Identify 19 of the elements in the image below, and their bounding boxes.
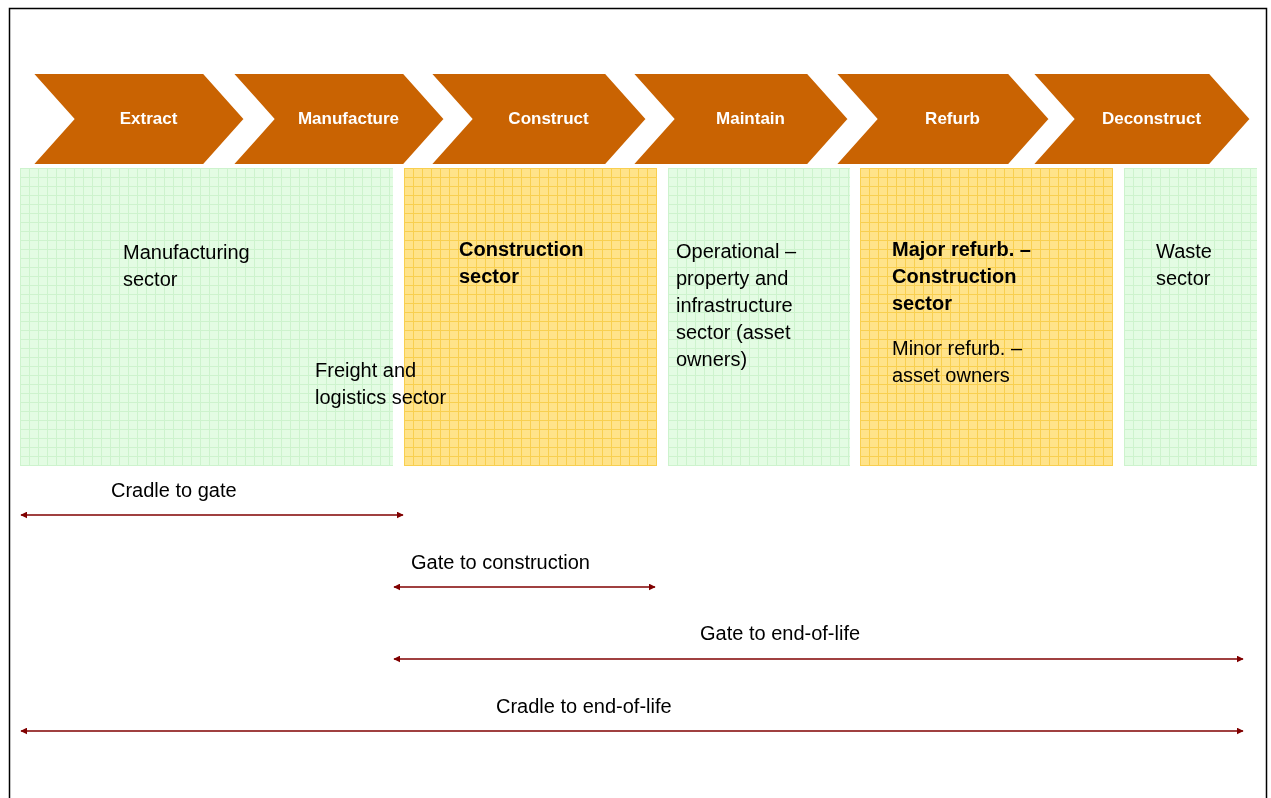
range-label: Gate to end-of-life bbox=[700, 621, 861, 646]
sector-band bbox=[668, 168, 850, 466]
process-label: Manufacture bbox=[297, 109, 400, 129]
sector-label: Waste sector bbox=[1156, 239, 1213, 291]
range-label: Cradle to end-of-life bbox=[496, 694, 672, 719]
sector-band bbox=[860, 168, 1113, 466]
sector-band bbox=[1124, 168, 1257, 466]
sector-label: Minor refurb. – asset owners bbox=[892, 336, 1024, 388]
sector-label: Manufacturing sector bbox=[123, 240, 251, 292]
range-label: Cradle to gate bbox=[111, 478, 237, 503]
sector-label: Operational – property and infrastructure sector (asset owners) bbox=[676, 239, 798, 372]
process-label: Extract bbox=[119, 109, 178, 129]
process-label: Construct bbox=[508, 109, 589, 129]
process-label: Deconstruct bbox=[1101, 109, 1202, 129]
range-label: Gate to construction bbox=[411, 550, 590, 575]
process-label: Maintain bbox=[716, 109, 785, 129]
sector-label: Major refurb. – Construction sector bbox=[892, 237, 1032, 316]
sector-label: Construction sector bbox=[459, 237, 585, 289]
process-label: Refurb bbox=[925, 109, 980, 129]
